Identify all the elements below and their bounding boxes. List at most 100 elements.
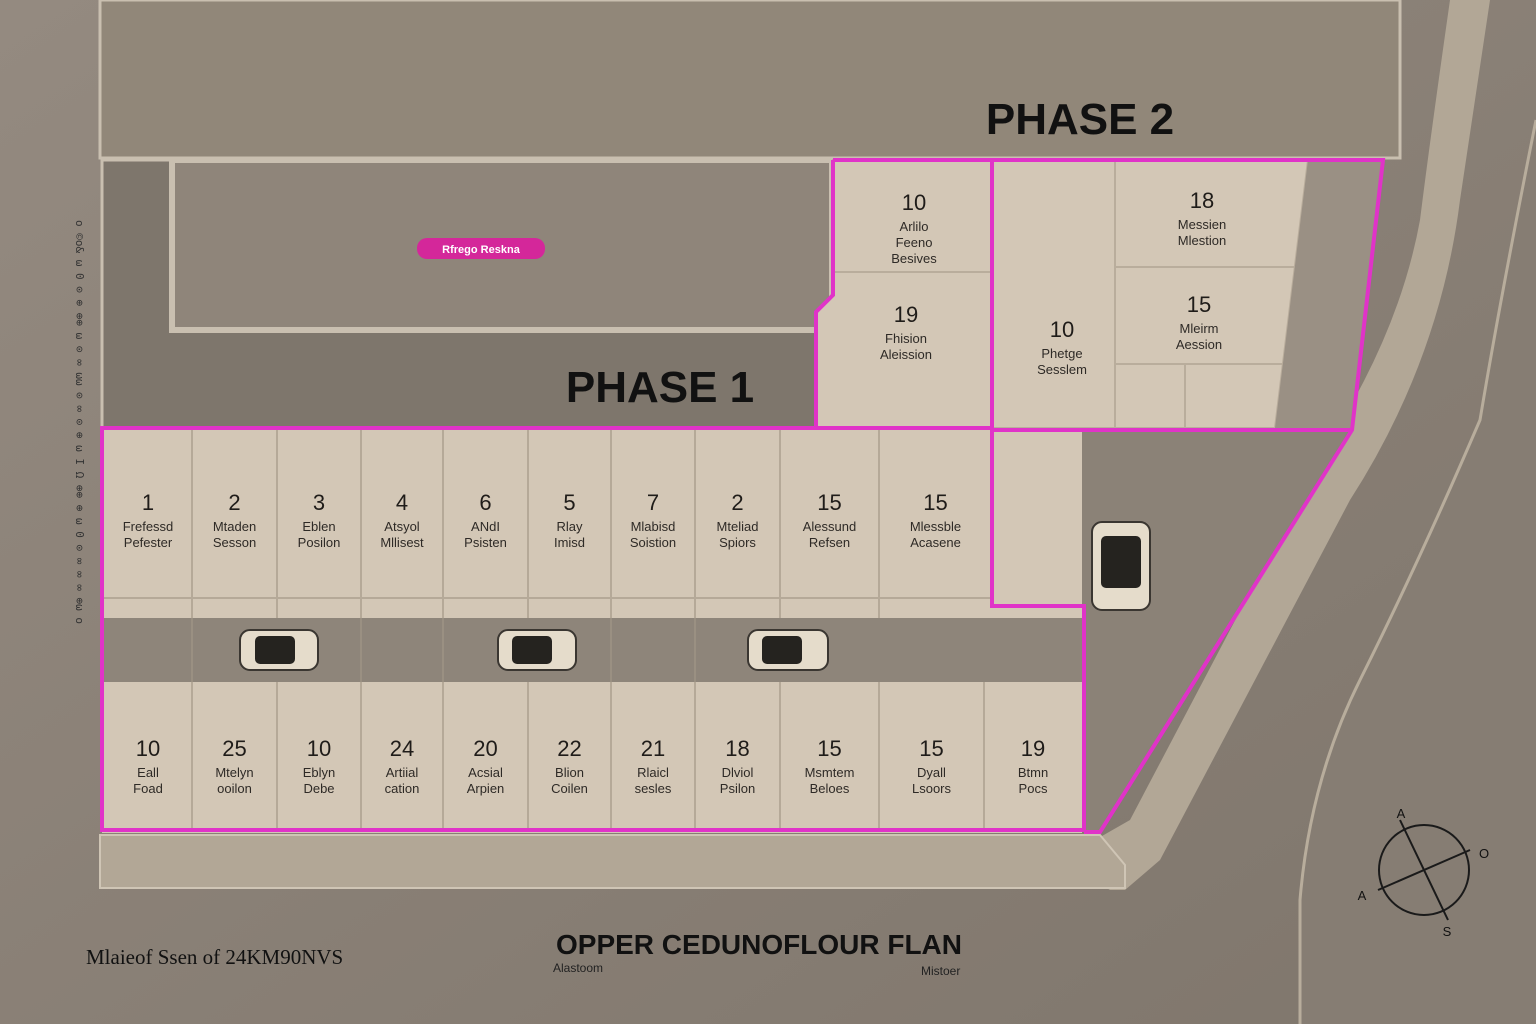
phase2-lot-c-label-2: Sesslem — [1037, 362, 1087, 377]
plan-title-sub-right: Mistoer — [921, 964, 960, 978]
lot-bottom-11-number: 19 — [1021, 736, 1045, 761]
phase2-lot-c-label-1: Phetge — [1041, 346, 1082, 361]
lot-bottom-8-number: 18 — [725, 736, 749, 761]
phase2-lot-a-number: 10 — [902, 190, 926, 215]
lot-bottom-10-label-1: Dyall — [917, 765, 946, 780]
front-road — [99, 834, 1126, 889]
compass-icon: A O S A — [1358, 806, 1489, 939]
phase2-boundary-left — [814, 160, 835, 428]
phase2-lot-b-number: 19 — [894, 302, 918, 327]
upper-parcel — [98, 0, 1402, 160]
lot-bottom-9-label-1: Msmtem — [805, 765, 855, 780]
lot-top-3-number: 3 — [313, 490, 325, 515]
lot-bottom-9-label-2: Beloes — [810, 781, 850, 796]
car-4 — [1091, 521, 1151, 611]
side-legend-text: o ©o& ω 0 ⊙ ⊕ ⊕⊕ ω ⊙ ∞ ωω ⊙ ∞ ⊙ ⊕ ω I Ω … — [73, 220, 86, 624]
lot-bottom-2-label-2: ooilon — [217, 781, 252, 796]
phase2-lot-d-number: 18 — [1190, 188, 1214, 213]
lot-top-2-number: 2 — [228, 490, 240, 515]
lot-bottom-3-number: 10 — [307, 736, 331, 761]
lot-bottom-9-number: 15 — [817, 736, 841, 761]
lot-top-10-label-1: Mlessble — [910, 519, 961, 534]
lot-top-4-label-2: Mllisest — [380, 535, 424, 550]
lot-top-1-label-2: Pefester — [124, 535, 173, 550]
road-edge — [1298, 119, 1536, 1024]
reserve-badge: Rfrego Reskna — [417, 238, 545, 259]
phase2-lot-a-label-3: Besives — [891, 251, 937, 266]
lot-top-4-number: 4 — [396, 490, 408, 515]
lot-bottom-10-label-2: Lsoors — [912, 781, 952, 796]
lot-bottom-1-label-2: Foad — [133, 781, 163, 796]
lot-top-2-label-2: Sesson — [213, 535, 256, 550]
lot-bottom-2-label-1: Mtelyn — [215, 765, 253, 780]
lot-bottom-5-number: 20 — [473, 736, 497, 761]
lot-top-3-label-2: Posilon — [298, 535, 341, 550]
lot-bottom-1-number: 10 — [136, 736, 160, 761]
car-2 — [497, 629, 577, 671]
lot-top-5-number: 6 — [479, 490, 491, 515]
lot-top-10-label-2: Acasene — [910, 535, 961, 550]
lot-top-8-label-1: Mteliad — [717, 519, 759, 534]
phase2-lot-e-label-1: Mleirm — [1180, 321, 1219, 336]
phase2-lot-b-label-2: Aleission — [880, 347, 932, 362]
compass-west: A — [1358, 888, 1367, 903]
compass-south: S — [1443, 924, 1452, 939]
lot-top-8-number: 2 — [731, 490, 743, 515]
phase2-label: PHASE 2 — [986, 95, 1174, 144]
car-1 — [239, 629, 319, 671]
lot-bottom-5-label-2: Arpien — [467, 781, 505, 796]
lot-bottom-3-label-1: Eblyn — [303, 765, 336, 780]
phase2-lot-d-label-1: Messien — [1178, 217, 1226, 232]
phase2-lot-b-label-1: Fhision — [885, 331, 927, 346]
access-road — [1060, 0, 1490, 890]
compass-north: A — [1397, 806, 1406, 821]
car-3 — [747, 629, 829, 671]
lot-top-9-label-1: Alessund — [803, 519, 856, 534]
lot-top-6-label-2: Imisd — [554, 535, 585, 550]
lot-top-8-label-2: Spiors — [719, 535, 756, 550]
lot-bottom-3-label-2: Debe — [303, 781, 334, 796]
lot-top-2-label-1: Mtaden — [213, 519, 256, 534]
lot-top-7-number: 7 — [647, 490, 659, 515]
lot-bottom-11-label-2: Pocs — [1019, 781, 1048, 796]
lot-bottom-6-label-2: Coilen — [551, 781, 588, 796]
lot-top-10-number: 15 — [923, 490, 947, 515]
lot-bottom-1-label-1: Eall — [137, 765, 159, 780]
lot-top-1-label-1: Frefessd — [123, 519, 174, 534]
lot-bottom-8-label-1: Dlviol — [722, 765, 754, 780]
phase2-lot-a-label-2: Feeno — [896, 235, 933, 250]
lot-top-6-label-1: Rlay — [556, 519, 583, 534]
lot-top-5-label-1: ANdI — [471, 519, 500, 534]
badge-text: Rfrego Reskna — [442, 244, 521, 256]
lot-top-7-label-1: Mlabisd — [631, 519, 676, 534]
lot-bottom-2-number: 25 — [222, 736, 246, 761]
lot-top-9-number: 15 — [817, 490, 841, 515]
footer-caption: Mlaieof Ssen of 24KM90NVS — [86, 945, 343, 969]
